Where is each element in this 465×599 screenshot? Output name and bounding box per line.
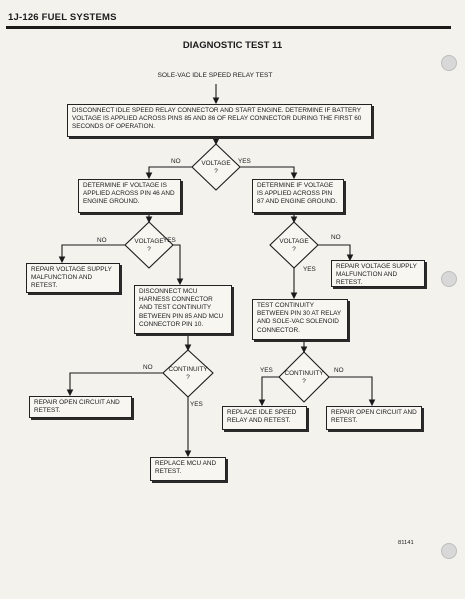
decision-d2-mark: ? bbox=[147, 245, 151, 253]
decision-d2-text: VOLTAGE bbox=[134, 238, 164, 245]
connector-d5-no bbox=[329, 376, 376, 407]
branch-d1-no: NO bbox=[171, 158, 181, 165]
binder-hole-top bbox=[441, 55, 457, 71]
branch-d2-yes: YES bbox=[163, 237, 176, 244]
decision-d5-mark: ? bbox=[302, 377, 306, 385]
decision-d5-text: CONTINUITY bbox=[284, 370, 324, 377]
decision-label-d5: CONTINUITY ? bbox=[279, 370, 329, 385]
start-label: SOLE-VAC IDLE SPEED RELAY TEST bbox=[157, 72, 273, 79]
decision-diamond-d2 bbox=[124, 221, 174, 269]
branch-d3-no: NO bbox=[331, 234, 341, 241]
branch-d3-yes: YES bbox=[303, 266, 316, 273]
box-repair-voltage-left: REPAIR VOLTAGE SUPPLY MALFUNCTION AND RE… bbox=[26, 263, 120, 293]
box-replace-relay: REPLACE IDLE SPEED RELAY AND RETEST. bbox=[222, 406, 307, 430]
box-replace-mcu: REPLACE MCU AND RETEST. bbox=[150, 457, 226, 481]
branch-d5-no: NO bbox=[334, 367, 344, 374]
box-start-test: DISCONNECT IDLE SPEED RELAY CONNECTOR AN… bbox=[67, 104, 372, 137]
decision-d4-mark: ? bbox=[186, 373, 190, 381]
branch-d4-yes: YES bbox=[190, 401, 203, 408]
branch-d2-no: NO bbox=[97, 237, 107, 244]
box-repair-open-left: REPAIR OPEN CIRCUIT AND RETEST. bbox=[29, 396, 132, 418]
box-test-pin30-continuity: TEST CONTINUITY BETWEEN PIN 30 AT RELAY … bbox=[252, 299, 348, 340]
decision-d3-text: VOLTAGE bbox=[279, 238, 309, 245]
binder-hole-middle bbox=[441, 271, 457, 287]
connector-d1-yes bbox=[240, 166, 298, 180]
decision-label-d2: VOLTAGE ? bbox=[124, 238, 174, 253]
page-label: 1J-126 FUEL SYSTEMS bbox=[8, 12, 117, 23]
box-check-pin46: DETERMINE IF VOLTAGE IS APPLIED ACROSS P… bbox=[78, 179, 181, 213]
box-repair-open-right: REPAIR OPEN CIRCUIT AND RETEST. bbox=[326, 406, 422, 430]
connector-d5-yes bbox=[258, 376, 279, 407]
decision-label-d3: VOLTAGE ? bbox=[269, 238, 319, 253]
decision-label-d4: CONTINUITY ? bbox=[163, 366, 213, 381]
decision-label-d1: VOLTAGE ? bbox=[191, 160, 241, 175]
box-repair-voltage-right: REPAIR VOLTAGE SUPPLY MALFUNCTION AND RE… bbox=[331, 260, 425, 287]
diagram-title: DIAGNOSTIC TEST 11 bbox=[182, 40, 283, 51]
connector-d4-no bbox=[66, 372, 163, 397]
connector-d1-no bbox=[145, 166, 192, 180]
decision-diamond-d1 bbox=[191, 143, 241, 191]
box-check-pin87: DETERMINE IF VOLTAGE IS APPLIED ACROSS P… bbox=[252, 179, 344, 213]
decision-d3-mark: ? bbox=[292, 245, 296, 253]
branch-d4-no: NO bbox=[143, 364, 153, 371]
connector-d3-no bbox=[318, 244, 354, 262]
decision-d1-mark: ? bbox=[214, 167, 218, 175]
binder-hole-bottom bbox=[441, 543, 457, 559]
branch-d5-yes: YES bbox=[260, 367, 273, 374]
branch-d1-yes: YES bbox=[238, 158, 251, 165]
decision-diamond-d5 bbox=[278, 351, 330, 403]
decision-d4-text: CONTINUITY bbox=[168, 366, 208, 373]
connector-d2-yes bbox=[173, 244, 184, 286]
header-rule bbox=[6, 10, 451, 29]
figure-number: 81141 bbox=[398, 540, 414, 546]
connector-d2-no bbox=[58, 244, 125, 264]
decision-d1-text: VOLTAGE bbox=[201, 160, 231, 167]
box-test-mcu-continuity: DISCONNECT MCU HARNESS CONNECTOR AND TES… bbox=[134, 285, 232, 334]
